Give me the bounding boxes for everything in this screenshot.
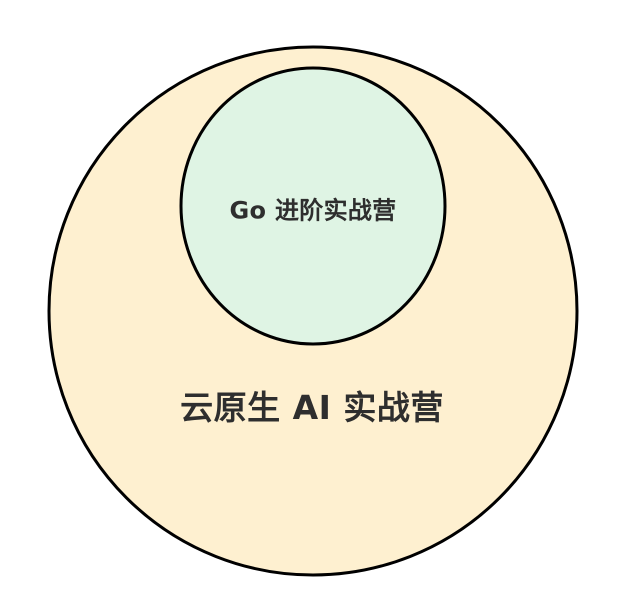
inner-circle-label: Go 进阶实战营 <box>229 196 397 225</box>
outer-circle-label: 云原生 AI 实战营 <box>180 388 444 427</box>
inner-circle <box>179 66 447 346</box>
